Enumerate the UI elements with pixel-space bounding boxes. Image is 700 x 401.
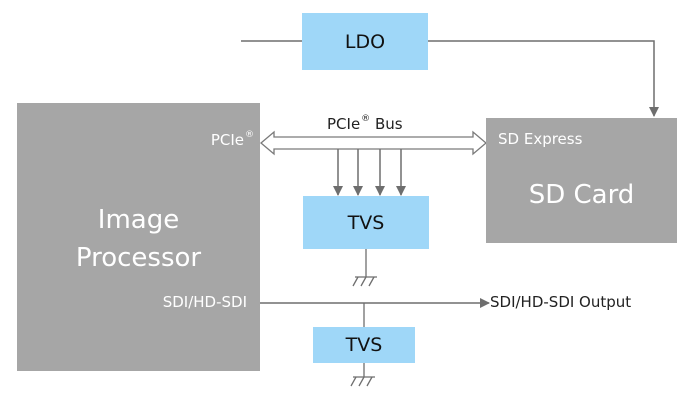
tvs-bus-block: TVS (303, 196, 429, 249)
sd-card-title: SD Card (528, 180, 635, 210)
sdi-output-label: SDI/HD-SDI Output (490, 293, 632, 311)
tvs-sdi-label: TVS (345, 334, 383, 356)
image-processor-block: PCIe® Image Processor SDI/HD-SDI (17, 103, 260, 371)
ground-icon (352, 249, 377, 287)
ip-sdi-port: SDI/HD-SDI (162, 293, 247, 311)
ip-title: Image Processor (75, 205, 202, 273)
sd-express-port: SD Express (498, 130, 583, 148)
ldo-output-line (428, 40, 659, 117)
ip-pcie-port: PCIe® (210, 130, 254, 149)
tvs-bus-label: TVS (347, 211, 385, 234)
ldo-block: LDO (302, 13, 428, 70)
ldo-label: LDO (344, 30, 386, 53)
pcie-bus-label: PCIe® Bus (327, 114, 403, 133)
tvs-sdi-block: TVS (313, 327, 415, 363)
ground-icon (350, 363, 375, 387)
sd-card-block: SD Express SD Card (486, 118, 677, 243)
pcie-bus-arrow (259, 130, 488, 156)
